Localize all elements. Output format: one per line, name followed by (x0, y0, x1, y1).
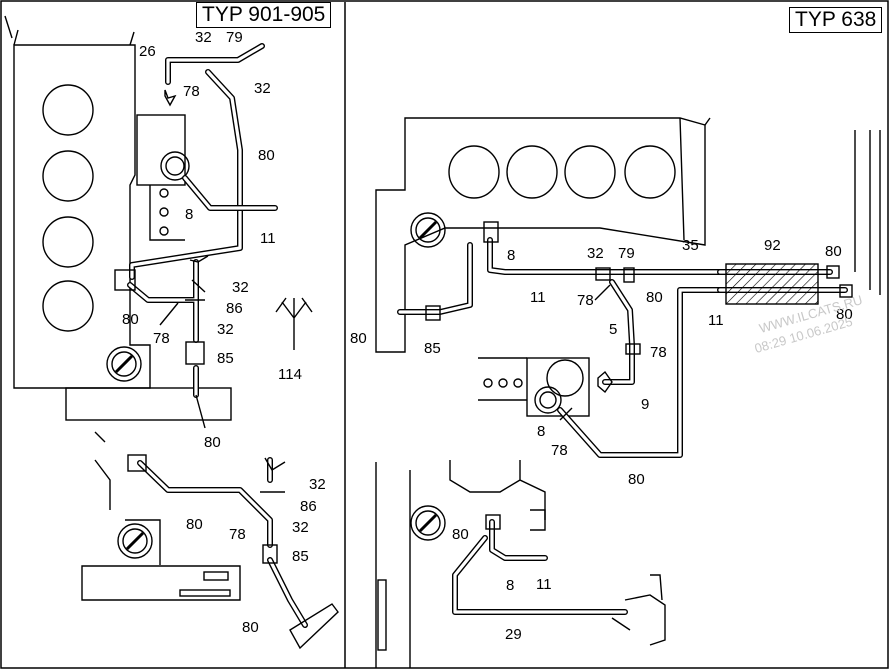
callouts-right-bottom: 80 8 11 29 (452, 526, 552, 643)
callout: 8 (507, 247, 515, 264)
callout: 85 (217, 350, 234, 367)
damper-92 (725, 263, 819, 305)
callout: 92 (764, 237, 781, 254)
callout: 80 (122, 311, 139, 328)
callout: 11 (260, 230, 276, 247)
callouts-left-bottom: 32 86 80 78 32 85 80 (186, 476, 326, 636)
callout: 78 (650, 344, 667, 361)
callout: 85 (424, 340, 441, 357)
callout: 32 (195, 29, 212, 46)
left-hoses (114, 43, 278, 429)
callout: 85 (292, 548, 309, 565)
callout: 80 (186, 516, 203, 533)
callout: 26 (139, 43, 156, 60)
left-engine-block (4, 15, 232, 421)
callout: 80 (452, 526, 469, 543)
header-typ-638: TYP 638 (789, 7, 883, 33)
callout: 86 (226, 300, 243, 317)
callout: 86 (300, 498, 317, 515)
callout: 114 (278, 366, 302, 383)
callout: 80 (204, 434, 221, 451)
callout: 80 (825, 243, 842, 260)
callout: 78 (551, 442, 568, 459)
callout: 78 (153, 330, 170, 347)
callout: 8 (185, 206, 193, 223)
callout: 8 (506, 577, 514, 594)
callout: 32 (217, 321, 234, 338)
callout: 11 (708, 312, 724, 329)
callout: 80 (628, 471, 645, 488)
right-vacuum-pump (478, 357, 590, 417)
right-hoses (397, 221, 853, 458)
callout: 35 (682, 237, 699, 254)
callout: 78 (229, 526, 246, 543)
callout: 80 (836, 306, 853, 323)
left-vacuum-pump (136, 114, 190, 241)
callout: 80 (350, 330, 367, 347)
callout: 32 (587, 245, 604, 262)
callout: 32 (254, 80, 271, 97)
right-engine-block (375, 117, 881, 353)
callout: 79 (618, 245, 635, 262)
callout: 79 (226, 29, 243, 46)
y-connector-114-icon (275, 297, 313, 350)
callout: 8 (537, 423, 545, 440)
callout: 78 (183, 83, 200, 100)
callout: 11 (536, 576, 552, 593)
callouts-left-top: 26 32 79 32 78 80 8 11 32 86 80 78 32 85… (122, 29, 302, 451)
callout: 32 (309, 476, 326, 493)
callout: 32 (292, 519, 309, 536)
callout: 80 (258, 147, 275, 164)
callout: 9 (641, 396, 649, 413)
callout: 29 (505, 626, 522, 643)
right-bottom-view (375, 460, 666, 668)
callout: 32 (232, 279, 249, 296)
callouts-right-top: 8 32 79 35 92 80 80 85 11 78 80 11 80 5 … (350, 237, 853, 488)
callout: 80 (646, 289, 663, 306)
callout: 78 (577, 292, 594, 309)
header-typ-901-905: TYP 901-905 (196, 2, 332, 28)
left-bottom-view (81, 431, 339, 650)
callout: 11 (530, 289, 546, 306)
callout: 5 (609, 321, 617, 338)
callout: 80 (242, 619, 259, 636)
